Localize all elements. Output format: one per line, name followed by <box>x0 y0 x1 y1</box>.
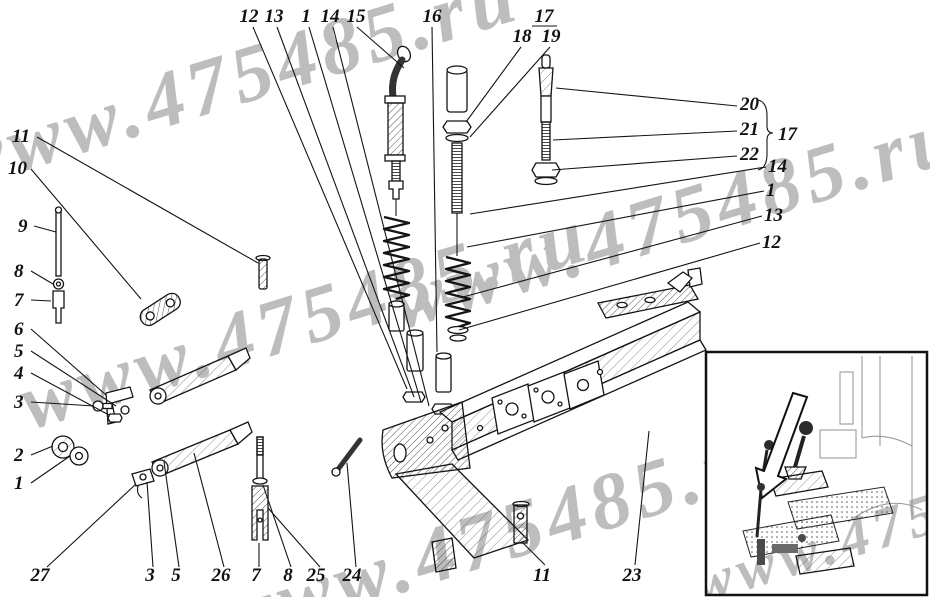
part-lower-clevis-rod <box>251 436 269 541</box>
callout-right-1: 1 <box>766 180 776 201</box>
callout-top-12: 12 <box>240 6 260 27</box>
callout-left-11: 11 <box>12 126 30 147</box>
callout-bottom-11: 11 <box>533 565 551 586</box>
part-main-frame <box>381 267 707 573</box>
exploded-view <box>51 45 707 573</box>
leader-lines <box>30 25 774 568</box>
callout-right-21: 21 <box>739 119 759 140</box>
callout-left-8: 8 <box>14 261 24 282</box>
part-right-rod <box>531 54 561 186</box>
callout-left-6: 6 <box>14 319 24 340</box>
callout-left-5: 5 <box>14 341 24 362</box>
callout-left-7: 7 <box>14 290 25 311</box>
control-lever <box>761 421 829 497</box>
callout-bottom-7: 7 <box>251 565 262 586</box>
callout-top-15: 15 <box>347 6 367 27</box>
callout-right-13: 13 <box>764 205 783 226</box>
callout-right-14: 14 <box>768 156 787 177</box>
callout-top-14: 14 <box>321 6 340 27</box>
callout-bottom-3: 3 <box>144 565 155 586</box>
callout-left-2: 2 <box>13 445 24 466</box>
callout-right-22: 22 <box>739 144 760 165</box>
callout-left-3: 3 <box>13 392 24 413</box>
callout-top-18: 18 <box>513 26 533 47</box>
callout-bottom-26: 26 <box>211 565 232 586</box>
callout-left-4: 4 <box>13 363 24 384</box>
part-center-rod <box>442 65 472 342</box>
callout-bottom-27: 27 <box>30 565 52 586</box>
callout-bottom-25: 25 <box>306 565 327 586</box>
callout-bottom-5: 5 <box>171 565 181 586</box>
callout-top-19: 19 <box>542 26 562 47</box>
part-left-linkage <box>51 206 271 499</box>
inset-cab-view: www.475485.ru <box>704 350 929 597</box>
callout-right-17: 17 <box>778 124 799 145</box>
callout-bottom-23: 23 <box>622 565 642 586</box>
callout-right-12: 12 <box>762 232 782 253</box>
callout-labels: 12 13 1 14 15 16 17 18 19 20 21 17 22 14… <box>8 6 799 586</box>
callout-top-17: 17 <box>535 6 556 27</box>
callout-right-20: 20 <box>739 94 760 115</box>
group-brace <box>757 99 774 171</box>
part-small-cylinders <box>402 329 455 415</box>
callout-bottom-24: 24 <box>342 565 362 586</box>
callout-top-16: 16 <box>423 6 443 27</box>
part-lock-plate <box>512 500 530 544</box>
callout-left-10: 10 <box>8 158 28 179</box>
callout-top-1: 1 <box>301 6 311 27</box>
callout-bottom-8: 8 <box>283 565 293 586</box>
inset-border <box>704 350 929 597</box>
part-control-rod-handle <box>382 45 412 332</box>
callout-top-13: 13 <box>265 6 284 27</box>
callout-left-1: 1 <box>14 473 24 494</box>
location-arrow-icon <box>754 391 809 500</box>
callout-left-9: 9 <box>18 216 28 237</box>
part-pin <box>331 437 363 477</box>
cab-floor <box>742 483 894 575</box>
